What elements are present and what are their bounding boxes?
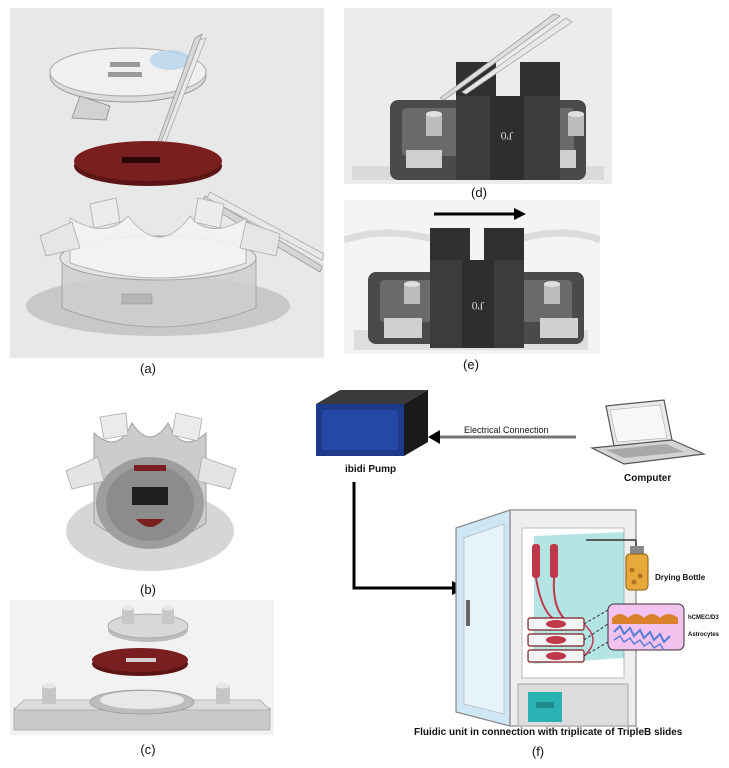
panel-f <box>306 378 724 740</box>
device-mark-d: J'0 <box>501 129 514 143</box>
panel-f-illustration <box>316 390 707 727</box>
caption-a: (a) <box>140 361 156 376</box>
panel-d-illustration: J'0 <box>344 8 612 184</box>
panel-e-illustration: J'0 <box>344 200 600 354</box>
insert-lid <box>49 47 207 121</box>
cell-top-label: hCMEC/D3 <box>688 615 719 621</box>
red-membrane <box>74 141 222 186</box>
panel-c <box>10 600 274 735</box>
fluidic-connection-arrow <box>352 482 466 595</box>
cell-culture-inset <box>583 603 685 657</box>
device-mark-e: J'0 <box>472 299 485 313</box>
panel-d: J'0 <box>344 8 612 184</box>
cell-bottom-label: Astrocytes <box>688 632 720 638</box>
computer-laptop <box>589 399 707 465</box>
panel-b <box>42 393 258 573</box>
drying-bottle <box>625 540 649 591</box>
tweezers-top <box>151 33 207 159</box>
panel-e: J'0 <box>344 200 600 354</box>
drying-bottle-label: Drying Bottle <box>655 573 706 582</box>
pump-label: ibidi Pump <box>345 464 397 475</box>
panel-c-illustration <box>10 600 274 735</box>
electrical-connection-label: Electrical Connection <box>464 425 549 435</box>
computer-label: Computer <box>624 473 672 484</box>
panel-a <box>10 8 324 358</box>
panel-b-illustration <box>42 393 258 573</box>
caption-c: (c) <box>140 742 156 757</box>
panel-a-illustration <box>10 8 324 358</box>
well-holder <box>26 197 290 336</box>
ibidi-pump-device <box>316 390 428 456</box>
footer-label: Fluidic unit in connection with triplica… <box>414 727 683 738</box>
caption-e: (e) <box>463 357 479 372</box>
direction-arrow <box>434 208 526 220</box>
caption-f: (f) <box>531 744 545 759</box>
caption-b: (b) <box>140 582 156 597</box>
electrical-connection-arrow <box>428 430 576 444</box>
caption-d: (d) <box>471 185 487 200</box>
incubator <box>455 509 637 727</box>
